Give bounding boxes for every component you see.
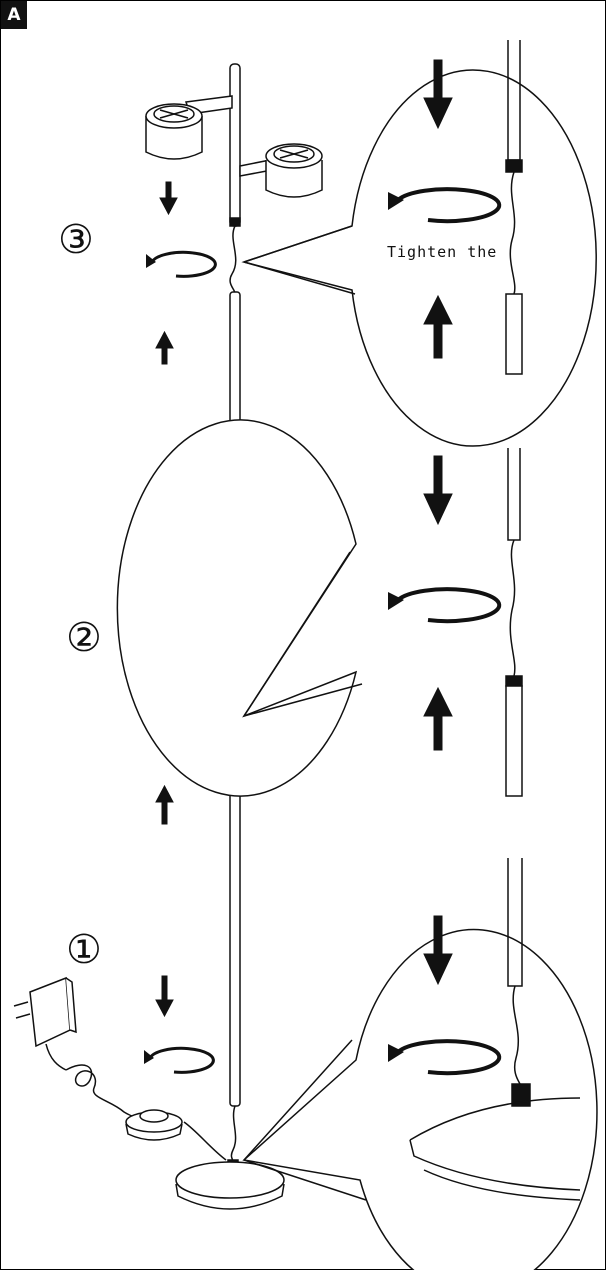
pole-top-segment bbox=[229, 63, 241, 227]
step1-icons bbox=[144, 975, 215, 1074]
step1-rotate-icon bbox=[144, 1046, 215, 1074]
step3-up-arrow-icon bbox=[155, 330, 174, 365]
zoom-top-rotate-icon bbox=[388, 187, 502, 224]
zoom-middle-up-arrow-icon bbox=[423, 686, 453, 751]
step-number-1: ① bbox=[66, 927, 102, 973]
spotlight-right bbox=[239, 143, 323, 198]
pole-lower-segment bbox=[229, 775, 241, 1107]
zoom-middle-rotate-icon bbox=[388, 587, 502, 624]
step3-rotate-icon bbox=[146, 250, 217, 278]
step-number-3: ③ bbox=[58, 217, 94, 263]
zoom-bubble-bottom bbox=[242, 858, 598, 1270]
zoom-middle-icons bbox=[388, 455, 502, 751]
zoom-bottom-down-arrow-icon bbox=[423, 915, 453, 986]
step3-icons bbox=[146, 181, 217, 365]
zoom-bottom-icons bbox=[388, 915, 502, 1076]
foot-switch bbox=[125, 1109, 183, 1141]
zoom-top-icons bbox=[388, 59, 502, 359]
zoom-bubble-middle bbox=[116, 419, 523, 797]
step3-down-arrow-icon bbox=[159, 181, 178, 216]
panel-label: A bbox=[1, 1, 27, 29]
spotlight-left bbox=[145, 95, 233, 160]
zoom-top-up-arrow-icon bbox=[423, 294, 453, 359]
wire-1 bbox=[230, 1105, 237, 1163]
zoom-top-down-arrow-icon bbox=[423, 59, 453, 130]
step2-up-arrow-icon bbox=[155, 784, 174, 825]
lamp-assembly bbox=[13, 63, 323, 1210]
step1-down-arrow-icon bbox=[155, 975, 174, 1018]
step-number-2: ② bbox=[66, 615, 102, 661]
power-cable bbox=[65, 1064, 227, 1161]
power-adapter bbox=[13, 976, 77, 1071]
zoom-bottom-rotate-icon bbox=[388, 1039, 502, 1076]
zoom-bubble-top bbox=[241, 40, 597, 447]
wire-3 bbox=[229, 225, 237, 295]
zoom-middle-down-arrow-icon bbox=[423, 455, 453, 526]
lamp-base bbox=[175, 1161, 285, 1210]
zoom-caption: Tighten the bbox=[387, 243, 498, 261]
